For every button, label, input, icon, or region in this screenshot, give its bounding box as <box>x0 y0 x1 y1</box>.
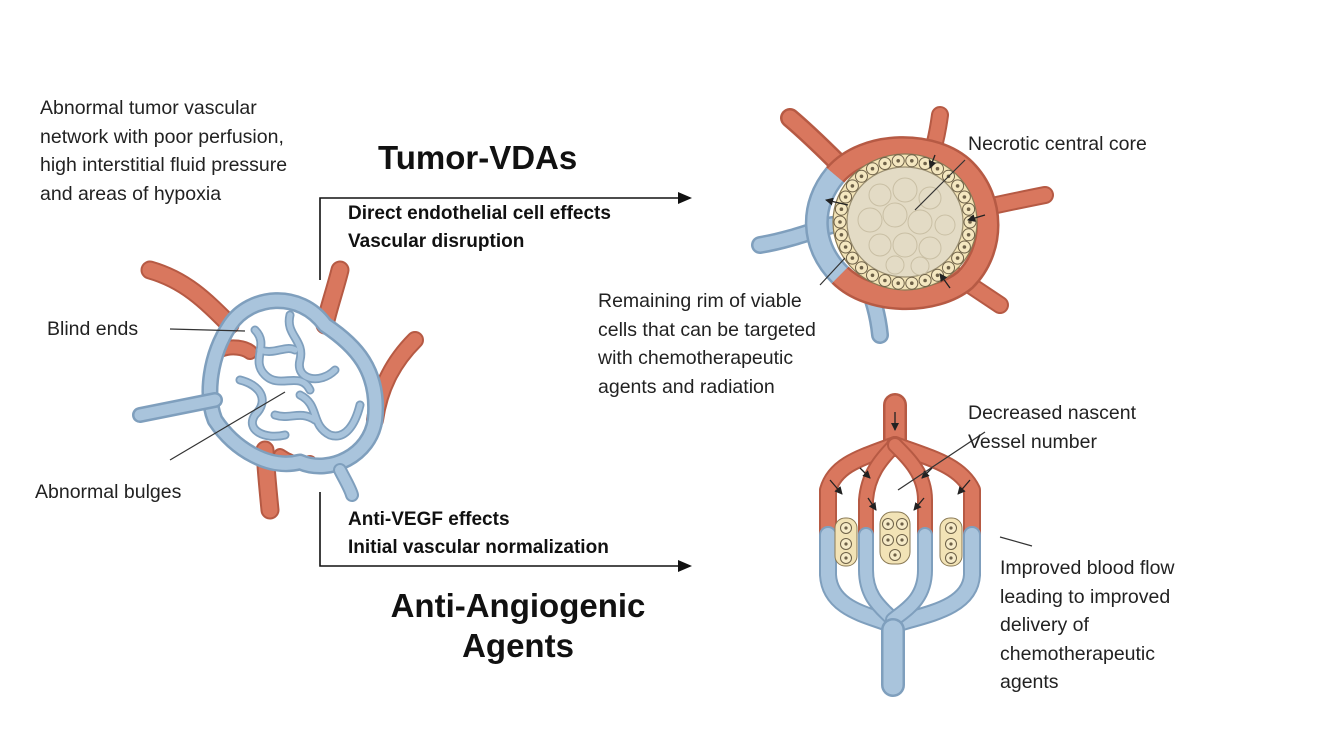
rim-cell-nucleus <box>955 184 960 188</box>
rim-cell-nucleus <box>923 278 927 283</box>
cluster-cell-nucleus <box>844 542 848 546</box>
rim-cell-nucleus <box>838 220 842 224</box>
rim-cell-nucleus <box>962 245 967 249</box>
cluster-cell-nucleus <box>893 553 897 557</box>
anti-angiogenic-arrow <box>319 492 692 572</box>
abnormal-bulges-label: Abnormal bulges <box>35 481 182 503</box>
rim-cell-nucleus <box>896 281 900 286</box>
cluster-cell-nucleus <box>900 522 904 526</box>
anti-angiogenic-title: Anti-Angiogenic Agents <box>390 587 646 664</box>
cluster-cell-nucleus <box>949 526 953 530</box>
abnormal-vascular-network <box>132 260 424 520</box>
rim-cell-nucleus <box>859 265 864 270</box>
rim-cell-nucleus <box>870 273 875 278</box>
rim-cell-nucleus <box>910 159 914 163</box>
cluster-cell-nucleus <box>886 538 890 542</box>
normalized-vasculature-illustration <box>819 393 981 697</box>
leader-lines <box>169 159 1033 547</box>
pathway-arrows <box>319 192 692 572</box>
rim-cell-nucleus <box>966 207 971 211</box>
necrotic-core-label: Necrotic central core <box>968 133 1147 155</box>
rim-cell-nucleus <box>946 265 951 270</box>
venous-tortuous-vessels <box>132 292 385 502</box>
rim-cell-nucleus <box>935 166 940 171</box>
cluster-cell-nucleus <box>900 538 904 542</box>
rim-cell-nucleus <box>843 245 848 249</box>
necrotic-tumor-illustration <box>751 106 1054 344</box>
rim-cell-nucleus <box>966 233 971 237</box>
cluster-cells <box>840 518 957 564</box>
vda-effects-label: Direct endothelial cell effects Vascular… <box>348 203 611 252</box>
rim-cell-nucleus <box>962 195 967 199</box>
necrotic-texture <box>857 177 956 276</box>
rim-cell-nucleus <box>883 278 887 283</box>
cluster-cell-nucleus <box>949 542 953 546</box>
improved-flow-label: Improved blood flow leading to improved … <box>1000 557 1175 693</box>
rim-cell-nucleus <box>910 281 914 286</box>
rim-cell-nucleus <box>859 174 864 179</box>
rim-cell-nucleus <box>870 166 875 171</box>
rim-cell-nucleus <box>935 273 940 278</box>
remaining-rim-label: Remaining rim of viable cells that can b… <box>598 290 816 398</box>
cluster-cell-nucleus <box>844 526 848 530</box>
cluster-cell-nucleus <box>949 556 953 560</box>
rim-cell-nucleus <box>839 207 844 211</box>
decreased-nascent-label: Decreased nascent Vessel number <box>968 402 1137 453</box>
cluster-cell-nucleus <box>886 522 890 526</box>
anti-vegf-effects-label: Anti-VEGF effects Initial vascular norma… <box>348 509 609 558</box>
rim-cell-nucleus <box>955 256 960 260</box>
vda-arrow <box>319 192 692 280</box>
cluster-cell-nucleus <box>844 556 848 560</box>
abnormal-network-label: Abnormal tumor vascular network with poo… <box>40 97 288 205</box>
rim-cell-nucleus <box>923 161 927 166</box>
rim-cell-nucleus <box>883 161 887 166</box>
rim-cell-nucleus <box>850 184 855 188</box>
rim-cell-nucleus <box>850 256 855 260</box>
rim-cell-nucleus <box>968 220 972 224</box>
rim-cells <box>833 154 977 290</box>
rim-cell-nucleus <box>896 159 900 163</box>
rim-cell-nucleus <box>843 195 848 199</box>
tumor-vdas-title: Tumor-VDAs <box>378 139 578 176</box>
rim-cell-nucleus <box>839 233 844 237</box>
blind-ends-label: Blind ends <box>47 318 139 340</box>
